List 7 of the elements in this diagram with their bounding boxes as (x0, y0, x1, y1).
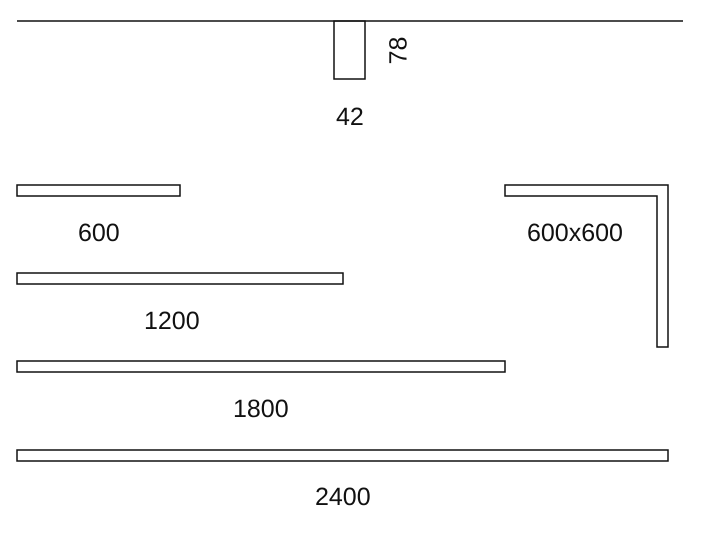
dimension-label: 600 (78, 220, 120, 246)
dimension-label: 2400 (315, 484, 371, 510)
dimension-label: 600x600 (527, 220, 623, 246)
dimension-label: 1200 (144, 308, 200, 334)
dimension-label: 1800 (233, 396, 289, 422)
dimension-label: 78 (386, 36, 412, 64)
dimension-label: 42 (336, 104, 364, 130)
